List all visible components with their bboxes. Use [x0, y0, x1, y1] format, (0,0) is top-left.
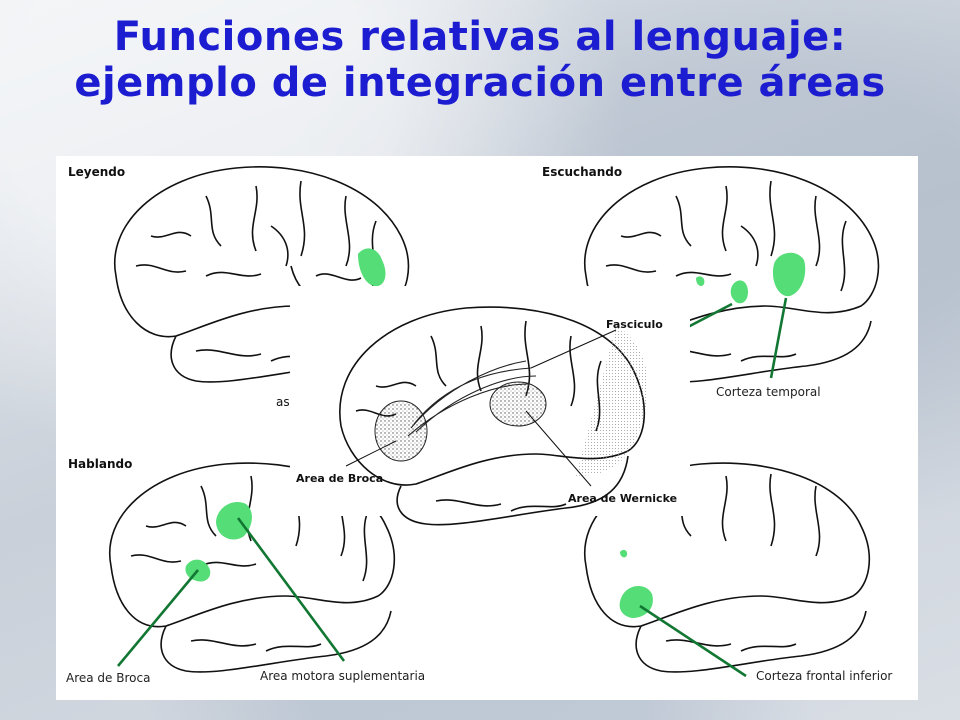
title-line-2: ejemplo de integración entre áreas	[74, 60, 886, 106]
pointer-center-wernicke	[525, 410, 592, 487]
label-center-broca: Area de Broca	[296, 472, 383, 485]
brain-center	[339, 306, 646, 526]
diagram-panel: Leyendo as Escuchando Corteza temporal	[56, 156, 918, 700]
label-center-wernicke: Area de Wernicke	[568, 492, 677, 505]
pointer-listening-left	[685, 302, 733, 330]
heading-listening: Escuchando	[542, 165, 622, 179]
pointer-fasciculo	[530, 329, 617, 369]
thinking-highlight-frontal	[619, 585, 653, 618]
label-fasciculo: Fasciculo	[606, 318, 663, 331]
heading-speaking: Hablando	[68, 457, 132, 471]
listening-highlight-dot	[696, 276, 705, 286]
center-wernicke-region	[489, 381, 547, 427]
label-area-motora: Area motora suplementaria	[260, 669, 425, 683]
reading-partial-label: as	[276, 395, 290, 409]
center-broca-region	[374, 400, 428, 462]
stipple-temporal	[576, 326, 648, 476]
thinking-highlight-dot	[620, 549, 628, 558]
center-overlay: Fasciculo Area de Broca Area de Wernicke	[290, 286, 690, 526]
listening-highlight-temporal	[772, 252, 806, 297]
title-line-1: Funciones relativas al lenguaje:	[113, 14, 847, 60]
heading-reading: Leyendo	[68, 165, 125, 179]
label-area-broca-speaking: Area de Broca	[66, 671, 150, 685]
pointer-temporal	[769, 297, 788, 379]
label-corteza-frontal: Corteza frontal inferior	[756, 669, 892, 683]
pointer-broca	[117, 569, 199, 667]
pointer-motor	[236, 517, 346, 662]
fasciculus-bundle	[407, 360, 537, 437]
pointer-center-broca	[345, 440, 397, 467]
reading-highlight	[358, 248, 386, 287]
listening-highlight-small	[730, 280, 748, 304]
brain-diagram: Leyendo as Escuchando Corteza temporal	[66, 165, 892, 685]
page-title: Funciones relativas al lenguaje: ejemplo…	[0, 14, 960, 106]
pointer-frontal	[639, 604, 747, 678]
label-corteza-temporal: Corteza temporal	[716, 385, 821, 399]
speaking-highlight-motor	[216, 501, 252, 540]
